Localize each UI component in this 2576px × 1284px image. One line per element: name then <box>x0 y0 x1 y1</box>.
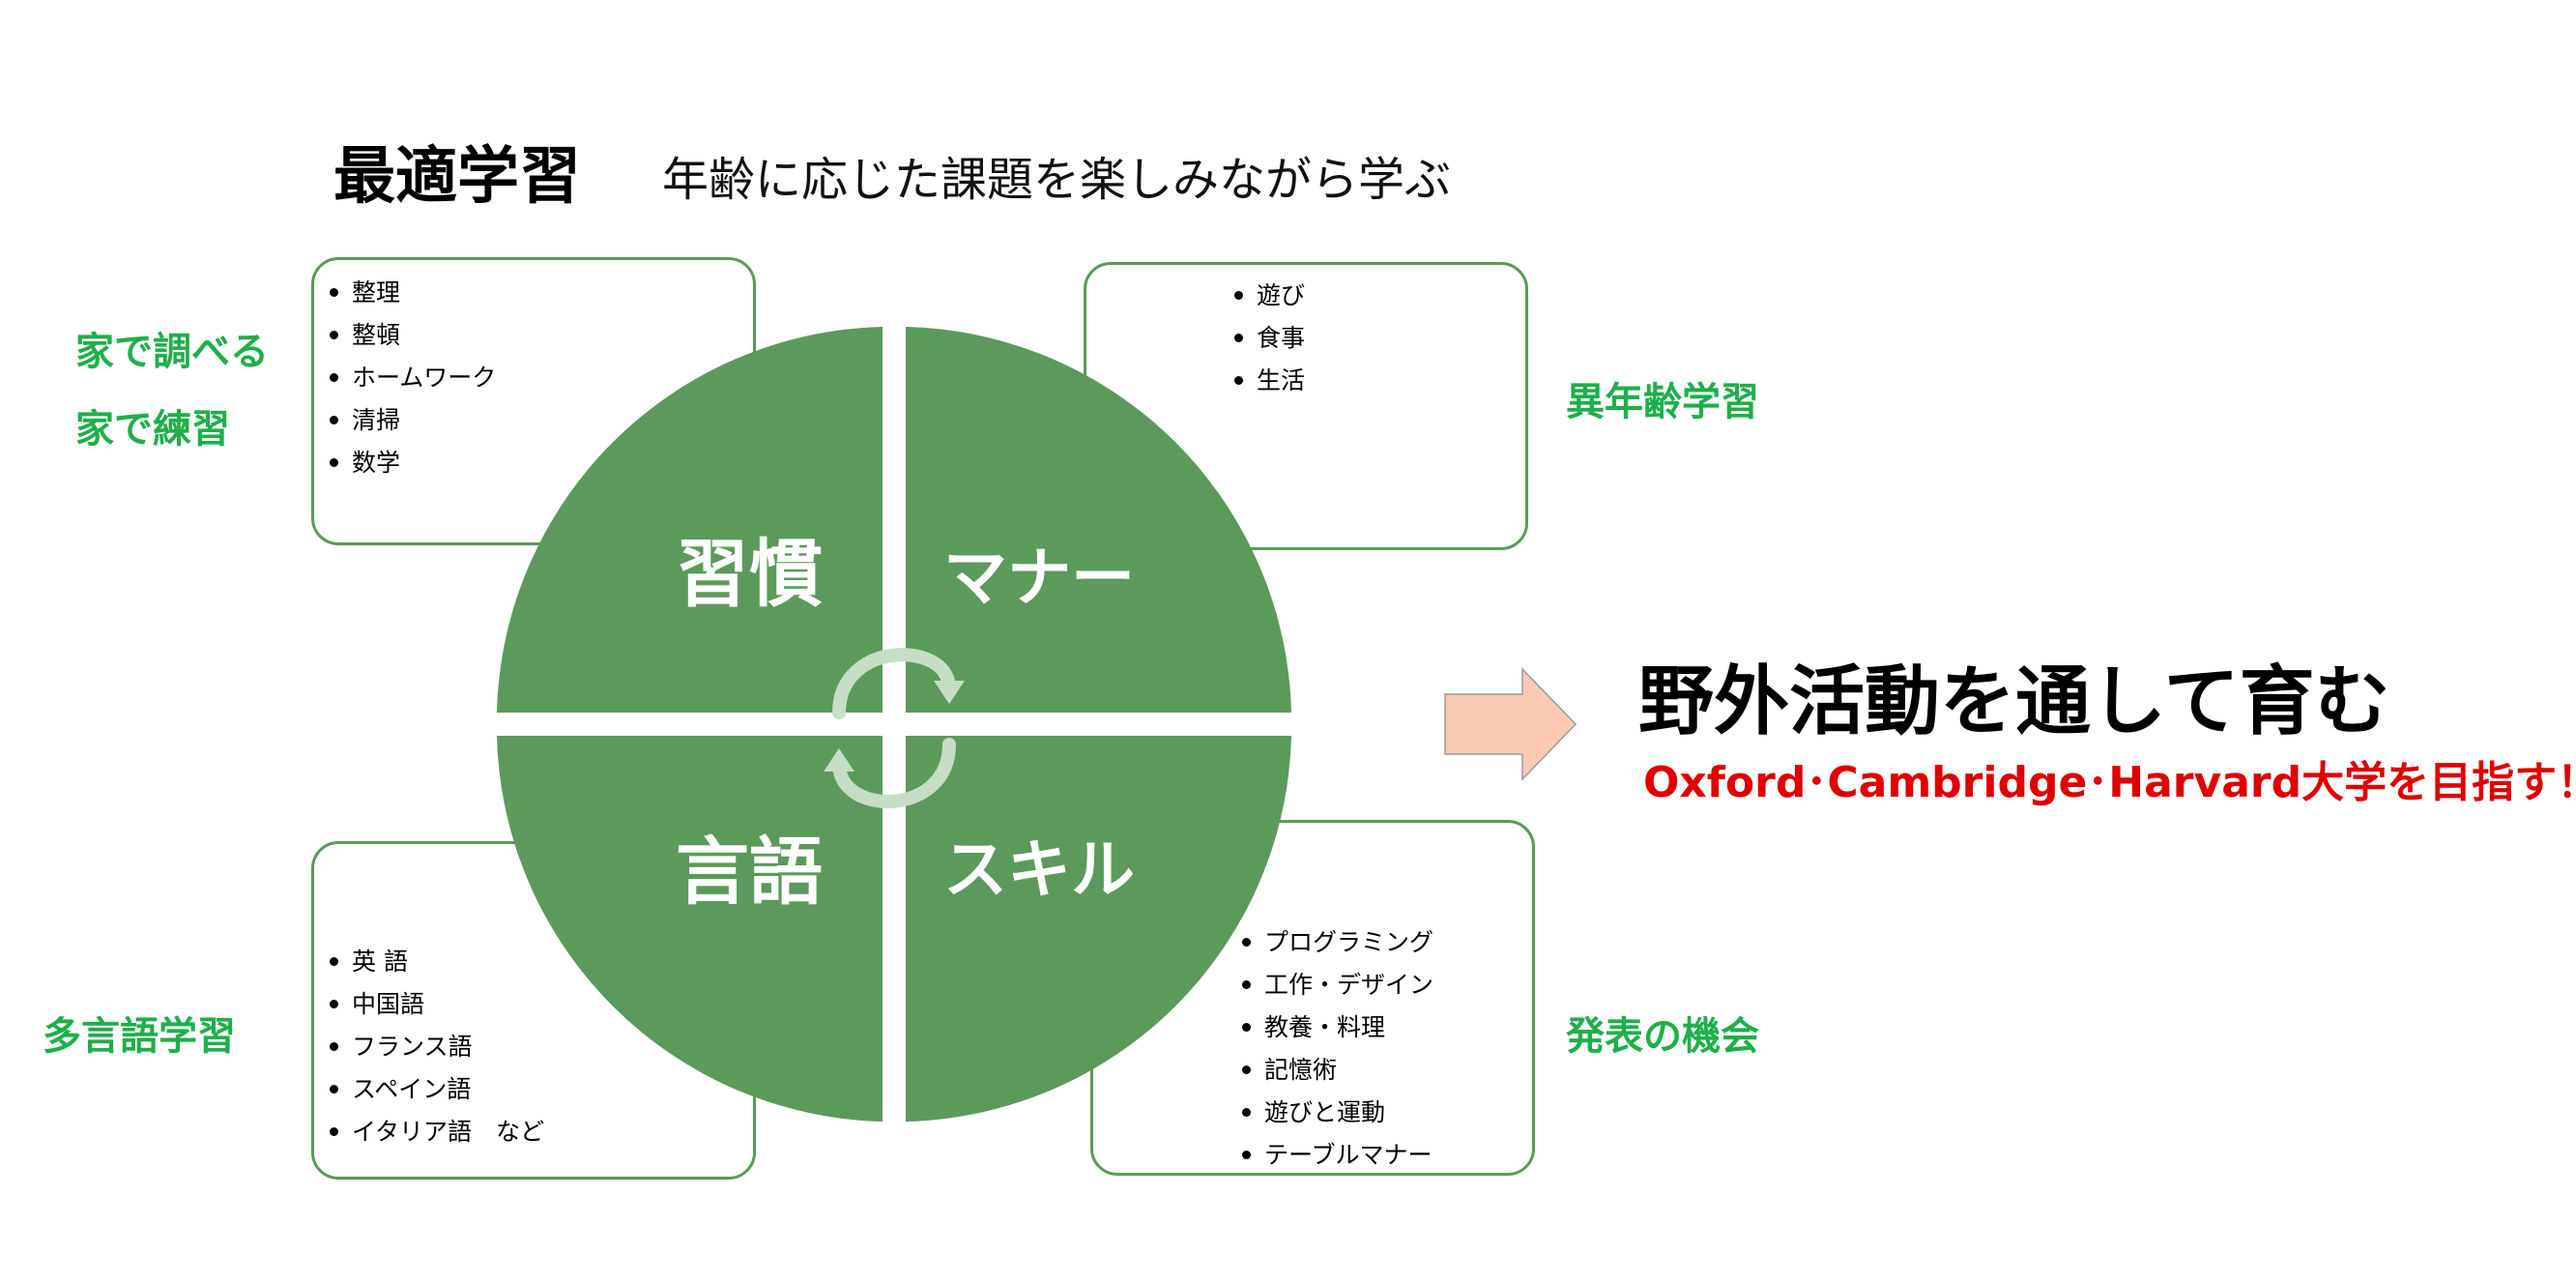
list-item: 中国語 <box>330 983 544 1026</box>
list-item: 遊び <box>1234 275 1305 317</box>
quadrant-habits <box>497 327 883 713</box>
list-item: 清掃 <box>330 399 496 442</box>
cycle-arrow-bottom <box>832 738 956 808</box>
list-item: イタリア語 など <box>330 1111 544 1153</box>
headline: 野外活動を通して育む <box>1638 658 2390 745</box>
label-mixed-age: 異年齢学習 <box>1566 380 1759 424</box>
list-item: テーブルマナー <box>1242 1134 1433 1177</box>
language-list: 英 語中国語フランス語スペイン語イタリア語 など <box>330 941 544 1153</box>
skills-list: プログラミング工作・デザイン教養・料理記憶術遊びと運動テーブルマナー <box>1242 921 1433 1177</box>
quadrant-manners <box>906 327 1291 713</box>
list-item: スペイン語 <box>330 1068 544 1111</box>
subheadline: Oxford･Cambridge･Harvard大学を目指す！ <box>1643 758 2576 807</box>
list-item: 記憶術 <box>1242 1049 1433 1092</box>
manners-list: 遊び食事生活 <box>1234 275 1305 402</box>
list-item: 工作・デザイン <box>1242 964 1433 1007</box>
cycle-arrows-icon <box>824 648 965 808</box>
list-item: プログラミング <box>1242 921 1433 964</box>
subtitle: 年齢に応じた課題を楽しみながら学ぶ <box>662 153 1452 207</box>
quadrant-circle <box>497 327 1291 1122</box>
quadrant-label-skills: スキル <box>943 832 1135 907</box>
label-multilingual: 多言語学習 <box>43 1014 236 1059</box>
quadrant-language <box>497 736 883 1122</box>
right-arrow-icon <box>1444 667 1577 781</box>
cycle-arrowhead-top <box>934 681 965 704</box>
label-presentation: 発表の機会 <box>1566 1014 1759 1059</box>
cycle-arrowhead-bottom <box>824 748 854 772</box>
quadrant-label-language: 言語 <box>676 829 823 915</box>
label-home-practice: 家で練習 <box>75 407 230 452</box>
list-item: 食事 <box>1234 317 1305 360</box>
quadrant-label-habits: 習慣 <box>676 531 823 617</box>
list-item: 数学 <box>330 442 496 484</box>
list-item: フランス語 <box>330 1026 544 1068</box>
quadrant-label-manners: マナー <box>943 540 1135 615</box>
list-item: 整理 <box>330 272 496 314</box>
habits-list: 整理整頓ホームワーク清掃数学 <box>330 272 496 484</box>
quadrant-skills <box>906 736 1291 1122</box>
main-title: 最適学習 <box>333 141 581 213</box>
cycle-arrow-top <box>832 648 956 719</box>
list-item: 遊びと運動 <box>1242 1092 1433 1134</box>
list-item: 生活 <box>1234 360 1305 402</box>
list-item: 整頓 <box>330 314 496 357</box>
list-item: 教養・料理 <box>1242 1007 1433 1049</box>
list-item: ホームワーク <box>330 357 496 399</box>
list-item: 英 語 <box>330 941 544 983</box>
label-home-research: 家で調べる <box>75 330 269 374</box>
